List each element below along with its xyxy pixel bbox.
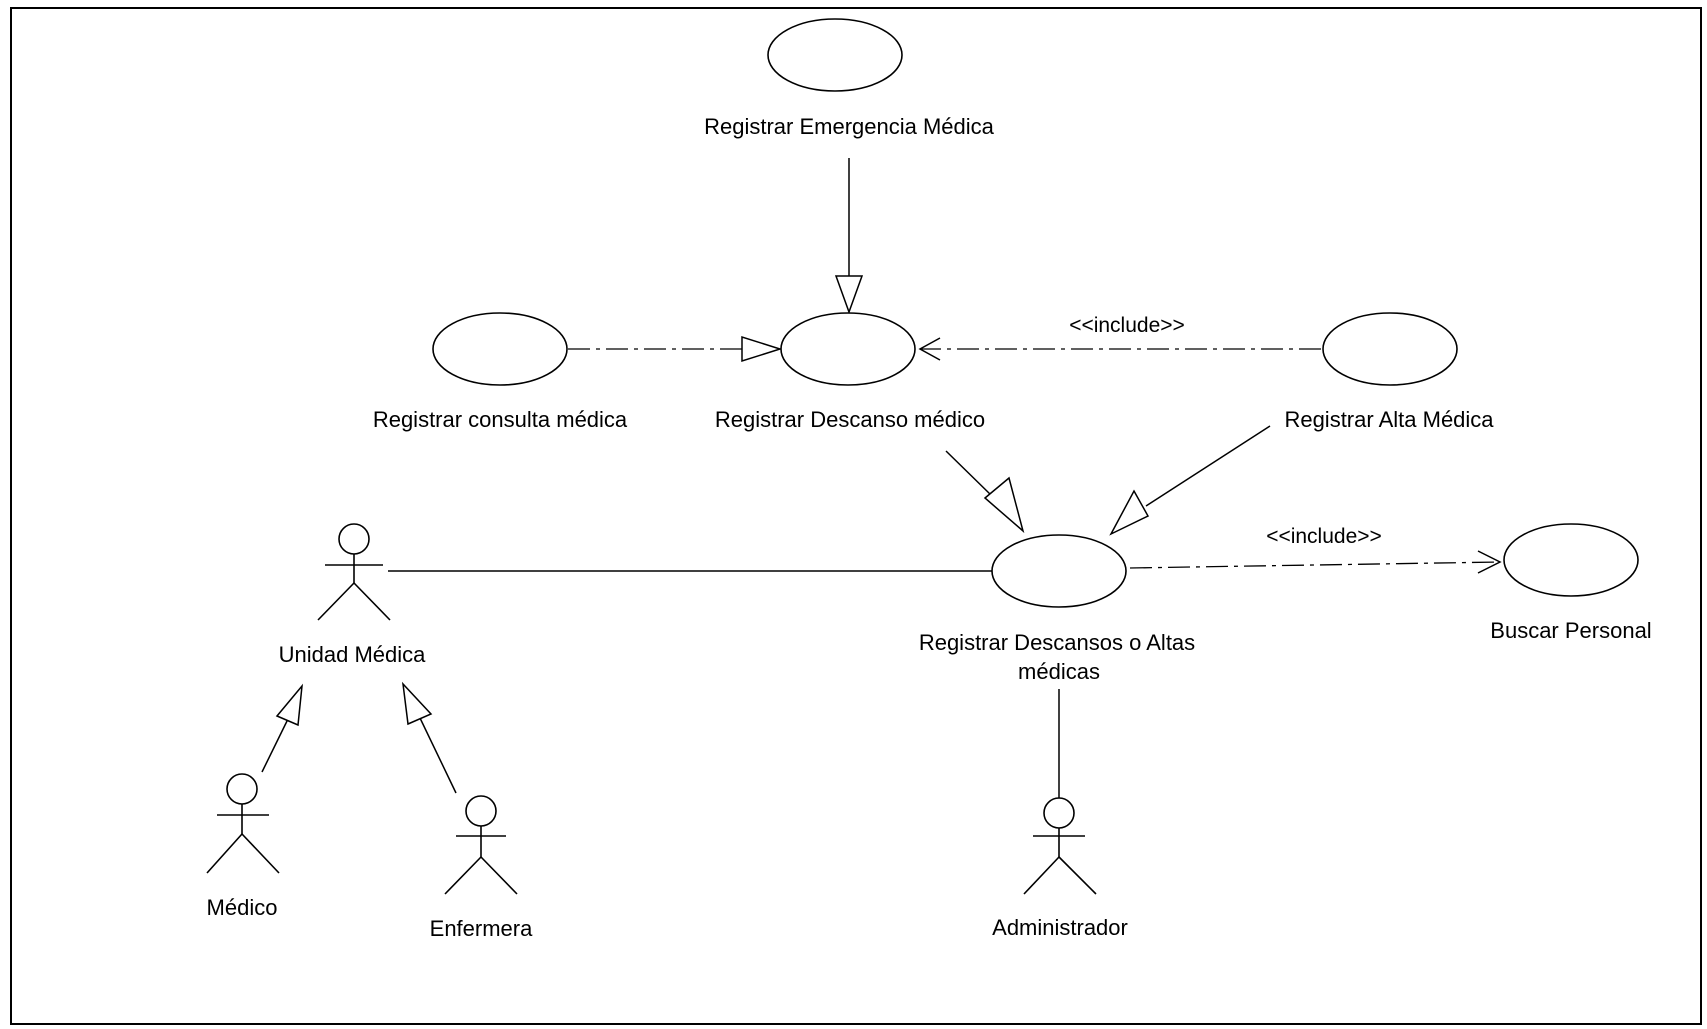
stereotype-include-right: <<include>> — [1266, 525, 1382, 548]
diagram-frame — [10, 7, 1702, 1025]
include-arrowhead — [1477, 550, 1502, 574]
label-registrar-emergencia: Registrar Emergencia Médica — [704, 114, 995, 139]
generalization-arrowhead — [983, 476, 1025, 534]
label-registrar-descanso: Registrar Descanso médico — [715, 407, 985, 432]
label-registrar-alta: Registrar Alta Médica — [1284, 407, 1494, 432]
label-registrar-descansos-altas-line1: Registrar Descansos o Altas — [919, 630, 1195, 655]
generalization-medico-unidad — [261, 718, 289, 773]
actor-medico[interactable] — [206, 773, 280, 874]
label-enfermera: Enfermera — [430, 916, 533, 941]
use-case-registrar-consulta[interactable] — [432, 312, 568, 386]
actor-administrador[interactable] — [1023, 797, 1097, 895]
use-case-registrar-descanso[interactable] — [780, 312, 916, 386]
use-case-registrar-emergencia[interactable] — [767, 18, 903, 92]
include-arrowhead — [918, 337, 941, 361]
generalization-arrowhead — [401, 681, 433, 726]
generalization-arrowhead — [834, 275, 864, 315]
generalization-arrowhead — [1109, 489, 1150, 536]
label-registrar-descansos-altas-line2: médicas — [1018, 659, 1100, 684]
generalization-arrowhead — [275, 683, 303, 727]
use-case-registrar-alta[interactable] — [1322, 312, 1458, 386]
generalization-alta-descansos — [1145, 425, 1271, 507]
actor-unidad-medica[interactable] — [317, 523, 391, 621]
include-descansos-buscar — [1129, 561, 1501, 569]
generalization-enfermera-unidad — [419, 717, 457, 794]
label-registrar-consulta: Registrar consulta médica — [373, 407, 628, 432]
stereotype-include-top: <<include>> — [1069, 314, 1185, 337]
use-case-registrar-descansos-altas[interactable] — [991, 534, 1127, 608]
generalization-descanso-descansos — [945, 450, 993, 497]
label-buscar-personal: Buscar Personal — [1490, 618, 1651, 643]
label-medico: Médico — [207, 895, 278, 920]
generalization-arrowhead — [741, 335, 783, 363]
use-case-buscar-personal[interactable] — [1503, 523, 1639, 597]
label-administrador: Administrador — [992, 915, 1128, 940]
actor-enfermera[interactable] — [444, 795, 518, 895]
label-unidad-medica: Unidad Médica — [279, 642, 427, 667]
